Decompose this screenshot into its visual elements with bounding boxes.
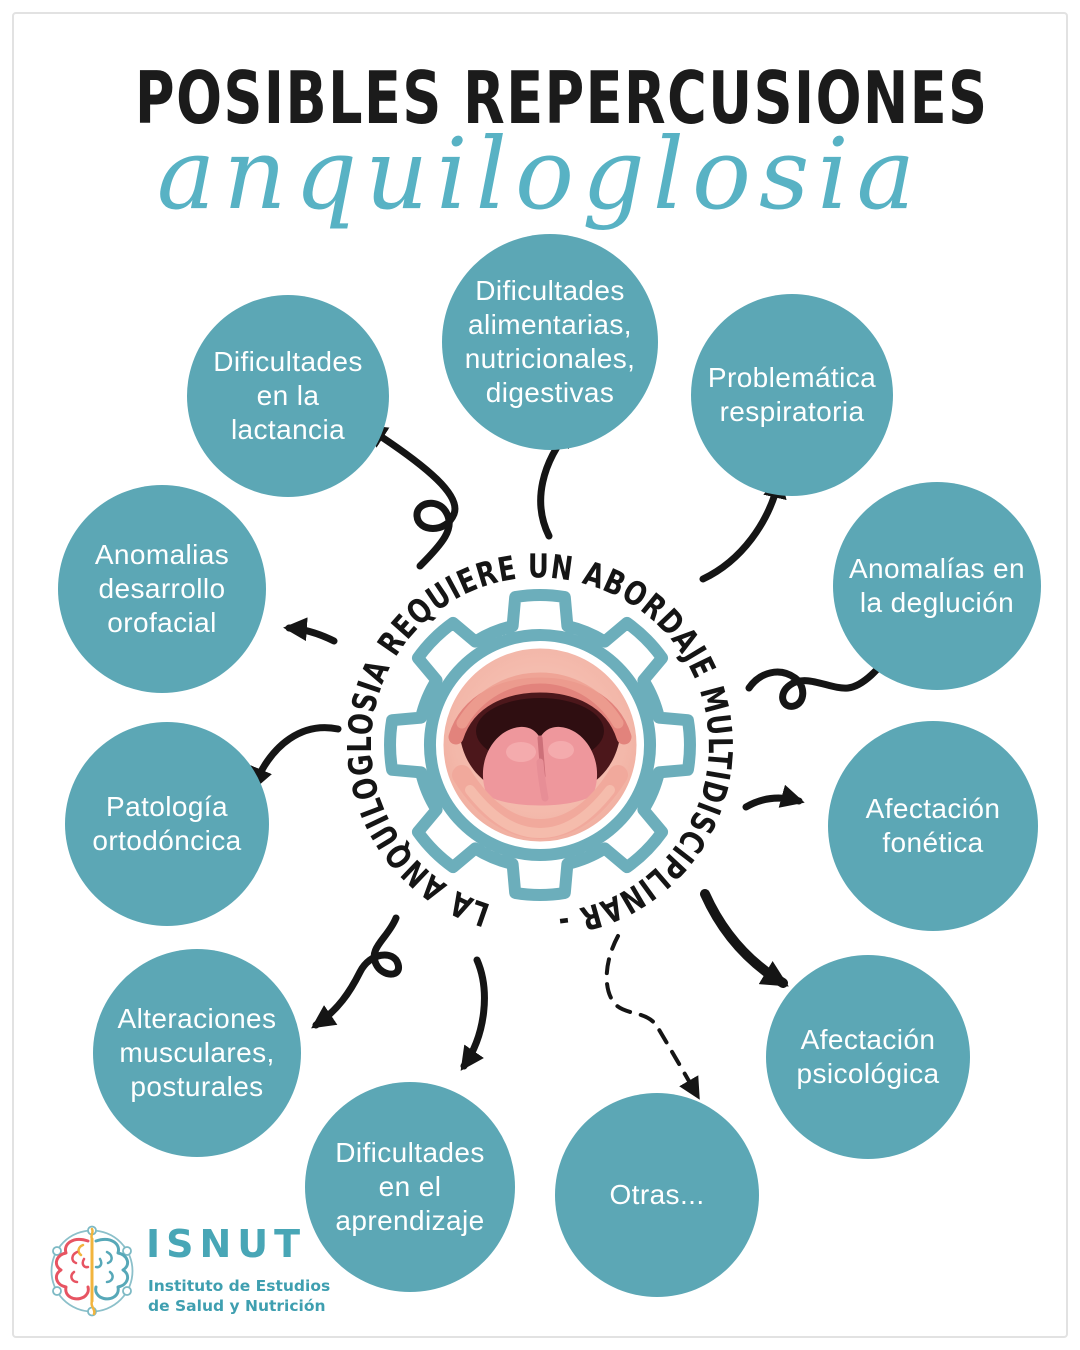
arrow-to-ortodoncica [249, 724, 342, 792]
arrow-to-psicologica [700, 889, 789, 988]
baby-mouth-tongue-tie-image [440, 645, 640, 845]
page-title: POSIBLES REPERCUSIONES [135, 56, 989, 140]
arrow-to-respiratoria [699, 474, 787, 583]
gear-icon [384, 589, 696, 901]
arrow-to-fonetica [742, 784, 805, 811]
bubble-psicologica: Afectación psicológica [766, 955, 970, 1159]
bubble-alimentarias: Dificultades alimentarias, nutricionales… [442, 234, 658, 450]
bubble-respiratoria: Problemática respiratoria [691, 294, 893, 496]
arrow-to-otras-dashed [604, 934, 700, 1100]
bubble-desarrollo-orofacial: Anomalias desarrollo orofacial [58, 485, 266, 693]
arrow-to-desarrollo-orofacial [283, 617, 338, 645]
isnut-logo-wordmark: ISNUT [146, 1222, 307, 1266]
bubble-ortodoncica: Patología ortodóncica [65, 722, 269, 926]
page-subtitle-script: anquiloglosia [156, 118, 924, 232]
bubble-otras: Otras... [555, 1093, 759, 1297]
arrow-to-deglucion [745, 645, 898, 710]
isnut-brain-logo-icon [50, 1225, 134, 1317]
isnut-logo-tagline: Instituto de Estudios de Salud y Nutrici… [148, 1277, 331, 1316]
arrow-to-lactancia [363, 424, 459, 570]
bubble-fonetica: Afectación fonética [828, 721, 1038, 931]
bubble-lactancia: Dificultades en la lactancia [187, 295, 389, 497]
arrow-to-musculares [311, 914, 402, 1029]
bubble-deglucion: Anomalías en la deglución [833, 482, 1041, 690]
arrow-to-aprendizaje [460, 956, 488, 1071]
bubble-aprendizaje: Dificultades en el aprendizaje [305, 1082, 515, 1292]
bubble-musculares: Alteraciones musculares, posturales [93, 949, 301, 1157]
